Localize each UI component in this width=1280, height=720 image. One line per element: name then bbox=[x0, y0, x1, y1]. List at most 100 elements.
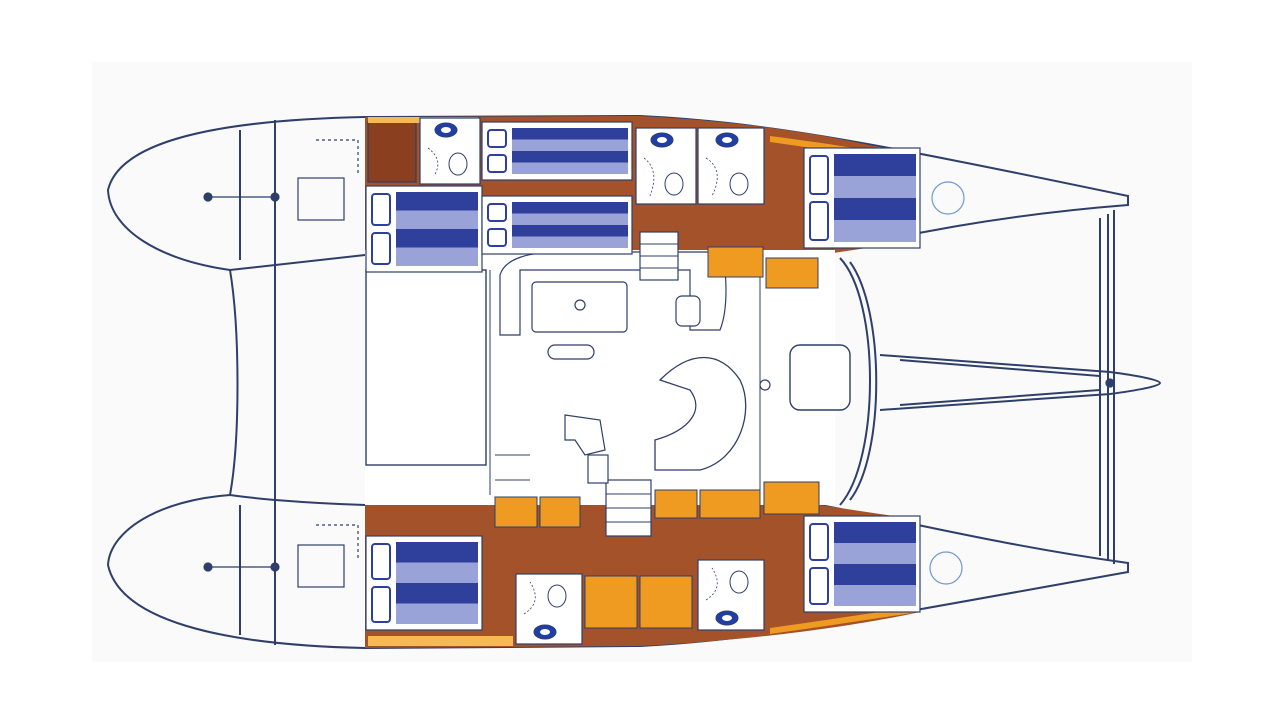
berth-mattress-stripe bbox=[396, 583, 478, 604]
hatch-icon-starboard bbox=[929, 551, 963, 585]
pillow-icon bbox=[371, 586, 391, 623]
cushion-star-2 bbox=[539, 496, 581, 528]
hull-outline bbox=[106, 114, 1162, 650]
berth-mattress-stripe bbox=[834, 543, 916, 564]
starboard-aft-head bbox=[515, 573, 583, 645]
starboard-forward-cabin-berth bbox=[803, 147, 921, 249]
nav-chair bbox=[675, 295, 701, 327]
cleat-icon-starboard-b bbox=[270, 562, 280, 572]
toilet-icon bbox=[547, 584, 567, 608]
saloon-front-curve bbox=[839, 257, 871, 506]
berth-mattress-stripe bbox=[396, 247, 478, 266]
pillow-icon bbox=[809, 155, 829, 195]
port-forward-head-b bbox=[697, 127, 765, 205]
dashed-step-starboard bbox=[316, 524, 359, 560]
berth-mattress-stripe bbox=[834, 176, 916, 198]
hatch-icon-port bbox=[931, 181, 965, 215]
cushion-star-4 bbox=[699, 489, 761, 519]
cushion-port-2 bbox=[765, 257, 819, 289]
port-forward-head-a bbox=[635, 127, 697, 205]
berth-mattress-stripe bbox=[396, 542, 478, 563]
sink-drain-icon bbox=[540, 629, 550, 635]
cockpit-seat-panel bbox=[365, 269, 487, 466]
heads bbox=[419, 117, 765, 645]
helm-seat bbox=[789, 344, 851, 411]
sink-drain-icon bbox=[441, 127, 451, 133]
berth-mattress-stripe bbox=[512, 162, 628, 174]
berth-mattress-stripe bbox=[834, 522, 916, 543]
berth-mattress-stripe bbox=[834, 220, 916, 242]
toilet-icon bbox=[664, 172, 684, 196]
port-forward-cabin-berth bbox=[481, 195, 633, 255]
sink-drain-icon bbox=[657, 137, 667, 143]
berth-mattress-stripe bbox=[396, 562, 478, 583]
pillow-icon bbox=[487, 129, 507, 148]
toilet-icon bbox=[729, 172, 749, 196]
berth-mattress-stripe bbox=[834, 585, 916, 606]
starboard-aft-cabin-berth bbox=[365, 535, 483, 631]
pillow-icon bbox=[487, 203, 507, 222]
dashed-step-port bbox=[316, 139, 359, 175]
cabin-berth bbox=[803, 515, 921, 613]
berth-mattress-stripe bbox=[512, 139, 628, 151]
port-mid-cabin-berth bbox=[481, 121, 633, 181]
pillow-icon bbox=[809, 523, 829, 561]
steps-lines-top bbox=[640, 243, 678, 269]
berth-mattress-stripe bbox=[396, 229, 478, 248]
cleat-icon-port-b bbox=[270, 192, 280, 202]
storage-lower-2 bbox=[639, 575, 693, 629]
winch-base-port bbox=[297, 177, 345, 221]
pillow-icon bbox=[809, 201, 829, 241]
toilet-icon bbox=[729, 570, 749, 594]
forward-beam-inner bbox=[899, 359, 1101, 406]
berth-mattress-stripe bbox=[512, 236, 628, 248]
shower-curve bbox=[643, 157, 655, 197]
berth-mattress-stripe bbox=[834, 198, 916, 220]
chart-table bbox=[564, 414, 606, 456]
galley-stove bbox=[587, 454, 609, 484]
port-aft-cabin-berth bbox=[365, 185, 483, 273]
bow-fitting-icon bbox=[1105, 378, 1115, 388]
hull-edge-band-fwd-bottom bbox=[770, 606, 918, 634]
storage-lower-1 bbox=[584, 575, 638, 629]
berth-mattress-stripe bbox=[396, 192, 478, 211]
cleat-icon-port bbox=[203, 192, 213, 202]
forward-beam bbox=[879, 354, 1162, 411]
starboard-forward-head bbox=[697, 559, 765, 631]
port-aft-head bbox=[419, 117, 481, 185]
transom-crossbeam bbox=[229, 269, 239, 496]
berth-mattress-stripe bbox=[512, 225, 628, 237]
berth-mattress-stripe bbox=[512, 202, 628, 214]
pillow-icon bbox=[809, 567, 829, 605]
berths bbox=[365, 121, 921, 631]
saloon-partition-lines bbox=[489, 260, 761, 500]
berth-mattress-stripe bbox=[396, 603, 478, 624]
saloon-table bbox=[531, 281, 628, 333]
table-pedestal-icon bbox=[574, 299, 586, 311]
sink-drain-icon bbox=[722, 615, 732, 621]
galley-counter bbox=[654, 357, 747, 471]
shower-curve bbox=[427, 147, 439, 177]
pillow-icon bbox=[371, 543, 391, 580]
sink-drain-icon bbox=[722, 137, 732, 143]
steps-lines-bottom bbox=[606, 493, 651, 523]
pillow-icon bbox=[487, 228, 507, 247]
cushion-star-3 bbox=[654, 489, 698, 519]
berth-mattress-stripe bbox=[396, 210, 478, 229]
toilet-icon bbox=[448, 152, 468, 176]
cleat-icon-starboard bbox=[203, 562, 213, 572]
berth-mattress-stripe bbox=[512, 213, 628, 225]
winch-base-starboard bbox=[297, 544, 345, 588]
saloon bbox=[365, 231, 851, 537]
berth-mattress-stripe bbox=[834, 564, 916, 585]
cushion-star-5 bbox=[763, 481, 820, 515]
cushion-star-1 bbox=[494, 496, 538, 528]
stool bbox=[547, 344, 595, 360]
pillow-icon bbox=[371, 232, 391, 265]
shower-curve bbox=[523, 581, 536, 615]
pillow-icon bbox=[487, 154, 507, 173]
aft-locker bbox=[367, 121, 417, 183]
berth-mattress-stripe bbox=[512, 128, 628, 140]
